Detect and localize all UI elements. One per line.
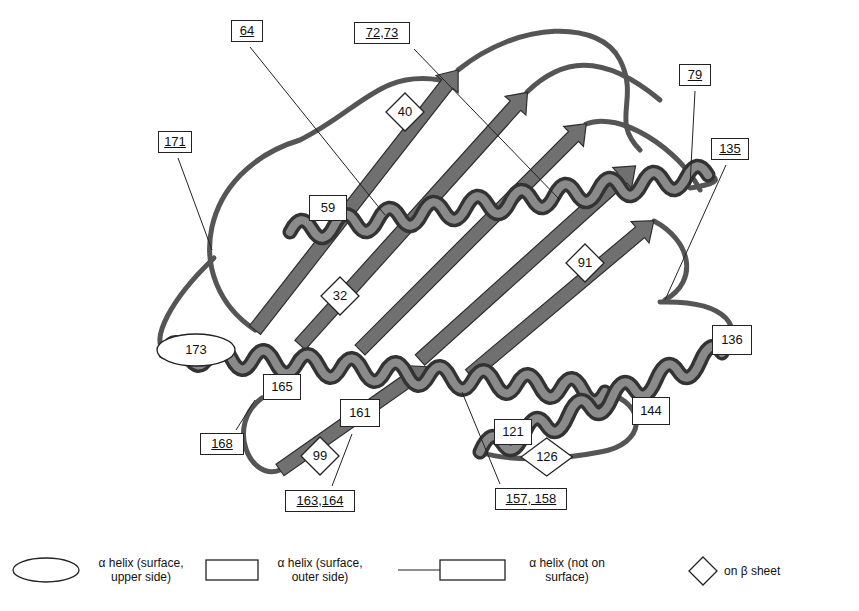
- legend-sample: [12, 557, 80, 583]
- surface-helix-box: 144: [632, 397, 670, 425]
- leader-line: [665, 165, 726, 300]
- leader-line: [414, 49, 560, 200]
- callout-number: 64: [240, 24, 254, 39]
- beta-sheet-diamond: 91: [565, 243, 605, 283]
- legend-item: α helix (surface, upper side): [12, 556, 196, 585]
- callout-number: 40: [398, 105, 412, 120]
- buried-helix-box: 171: [158, 131, 192, 153]
- callout-number: 157, 158: [506, 492, 557, 507]
- callout-number: 136: [721, 333, 743, 348]
- leader-line: [236, 400, 255, 430]
- callout-number: 72,73: [366, 26, 399, 41]
- surface-helix-box: 165: [263, 374, 301, 400]
- surface-helix-box: 59: [309, 195, 347, 221]
- callout-number: 165: [271, 380, 293, 395]
- buried-helix-box: 163,164: [285, 490, 355, 512]
- surface-helix-box: 136: [712, 325, 752, 355]
- leader-line: [178, 158, 212, 250]
- surface-helix-box: 121: [494, 419, 532, 445]
- callout-number: 135: [719, 142, 741, 157]
- callout-number: 168: [211, 437, 233, 452]
- callout-number: 144: [640, 404, 662, 419]
- callout-number: 171: [164, 135, 186, 150]
- legend-item: α helix (surface, outer side): [205, 556, 375, 585]
- callout-number: 32: [333, 289, 347, 304]
- legend-item: on β sheet: [688, 556, 780, 586]
- beta-sheet-diamond: 40: [385, 92, 425, 132]
- buried-helix-box: 135: [711, 138, 749, 160]
- buried-helix-box: 168: [200, 433, 244, 455]
- callout-number: 161: [349, 406, 371, 421]
- upper-helix-ellipse: 173: [156, 333, 236, 367]
- callout-number: 91: [578, 256, 592, 271]
- legend-sample: [205, 559, 259, 581]
- leader-line: [690, 91, 695, 185]
- beta-sheet-diamond: 32: [320, 276, 360, 316]
- callout-number: 79: [688, 68, 702, 83]
- callout-number: 126: [536, 450, 558, 465]
- legend-sample: [688, 556, 718, 586]
- beta-sheet-diamond: 126: [520, 437, 573, 477]
- callout-number: 59: [321, 201, 335, 216]
- callout-number: 99: [313, 449, 327, 464]
- beta-sheet-diamond: 99: [300, 436, 340, 476]
- legend-text: α helix (surface, outer side): [265, 556, 375, 585]
- legend-text: α helix (surface, upper side): [86, 556, 196, 585]
- buried-helix-box: 157, 158: [495, 488, 567, 510]
- leader-line: [250, 47, 385, 215]
- callout-number: 121: [502, 425, 524, 440]
- callout-number: 163,164: [297, 494, 344, 509]
- legend-sample: [398, 559, 506, 581]
- surface-helix-box: 161: [340, 399, 380, 427]
- callout-number: 173: [185, 343, 207, 358]
- buried-helix-box: 72,73: [354, 22, 410, 44]
- legend-text: α helix (not on surface): [512, 556, 622, 585]
- legend-item: α helix (not on surface): [398, 556, 622, 585]
- buried-helix-box: 64: [231, 20, 263, 42]
- buried-helix-box: 79: [679, 64, 711, 86]
- legend-text: on β sheet: [724, 564, 780, 578]
